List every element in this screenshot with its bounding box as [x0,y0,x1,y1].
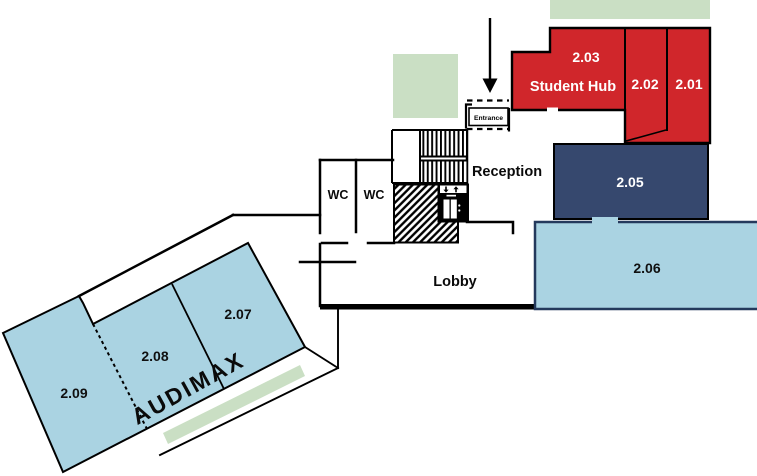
door-gap-205-206 [592,217,618,225]
lawn-audimax-strip [163,365,305,444]
door-gap-hub [547,107,558,113]
elevator-button-dot-2 [458,209,461,212]
elevator-icon [437,183,469,223]
stairs-icon [391,129,467,184]
elevator-arrow-panel [440,185,467,193]
room-shape-audimax [1,241,307,474]
entrance-label-box [468,107,509,127]
room-label-207: 2.07 [224,306,251,322]
entrance-label: Entrance [474,115,503,122]
elevator-button-dot-1 [458,204,461,207]
wall-lobby-bottom [320,304,537,310]
student-hub-label: Student Hub [530,79,616,95]
divider-209-208-dashed [92,323,148,430]
wc-left-label: WC [328,188,349,202]
room-label-205: 2.05 [616,174,643,190]
audimax-wing [1,241,307,474]
room-shape-205 [553,143,709,220]
door-swing-line [625,129,667,142]
lawn-left [393,54,458,118]
stairs-outline [391,129,467,184]
entrance-arrow-head [482,78,498,93]
room-label-206: 2.06 [633,260,660,276]
room-label-208: 2.08 [141,348,168,364]
room-label-202: 2.02 [631,76,658,92]
wall-outer-tilted [77,213,235,298]
reception-label: Reception [472,164,542,180]
lobby-label: Lobby [433,274,477,290]
wall-walkway [158,308,340,457]
divider-208-207 [171,283,225,390]
room-label-201: 2.01 [675,76,702,92]
room-label-203: 2.03 [572,49,599,65]
stairs-flight-lower [420,161,467,183]
entrance-bracket-left [464,103,472,129]
wc-right-label: WC [364,188,385,202]
student-hub-block [510,26,712,145]
wall-reception-bottom [465,220,515,235]
room-label-209: 2.09 [60,385,87,401]
room-shape-206 [533,220,757,311]
entrance-area: Entrance [464,18,511,132]
lawn-areas [163,0,710,444]
stairs-flight-upper [420,131,466,156]
elevator-door-left [443,199,450,219]
elevator-door-right [450,199,457,219]
area-labels: Reception Lobby WC WC [328,164,542,290]
elevator-down-arrow-head [443,189,449,193]
elevator-lintel [446,194,456,197]
walls [77,128,515,457]
elevator-up-arrow-head [453,186,459,190]
lawn-top [550,0,710,19]
